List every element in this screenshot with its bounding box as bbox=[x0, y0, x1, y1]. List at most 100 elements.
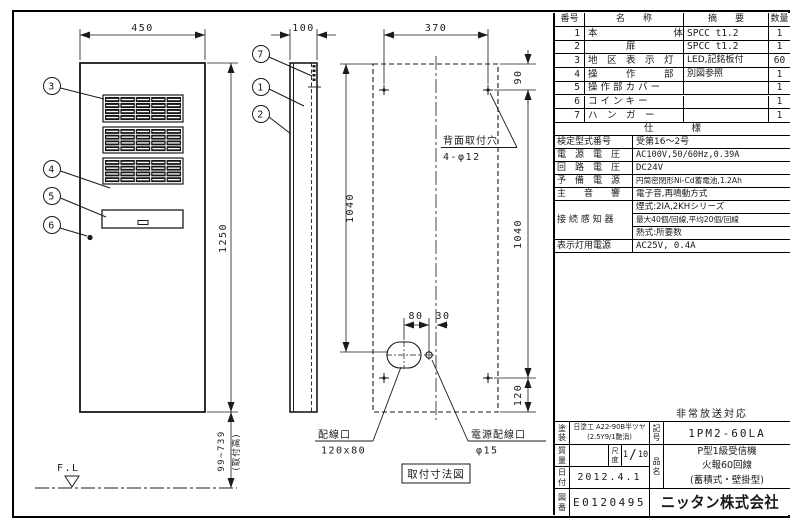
dim-oval-offset: 80 bbox=[408, 311, 423, 322]
spec-label: 接 続 感 知 器 bbox=[555, 201, 633, 240]
front-panel-outline bbox=[79, 62, 206, 413]
svg-text:取付寸法図: 取付寸法図 bbox=[407, 468, 465, 481]
date-value: 2012.4.1 bbox=[570, 467, 650, 489]
part-no: 5 bbox=[555, 81, 585, 96]
callout-7: 7 bbox=[257, 50, 265, 61]
part-qty: 60 bbox=[769, 54, 790, 69]
spec-value-line: 熱式:所要数 bbox=[633, 227, 790, 240]
callout-2: 2 bbox=[257, 110, 265, 121]
dim-mount-height-note: (取付高) bbox=[231, 433, 242, 470]
coin-key-lock bbox=[87, 234, 93, 241]
operation-cover bbox=[101, 209, 184, 229]
part-spec: LED,記銘板付 bbox=[684, 54, 769, 69]
company-logo: ニッタン株式会社 bbox=[660, 493, 780, 512]
product-name: P型1級受信機 火報60回線 (蓄積式・壁掛型) bbox=[664, 445, 790, 489]
col-header-spec: 摘 要 bbox=[684, 13, 769, 27]
spec-value: AC25V, 0.4A bbox=[633, 240, 790, 253]
spec-section-title: 仕 様 bbox=[555, 123, 790, 136]
part-qty: 1 bbox=[769, 41, 790, 55]
part-qty: 1 bbox=[769, 68, 790, 82]
svg-text:配線口: 配線口 bbox=[318, 428, 351, 441]
spec-label: 表示灯用電源 bbox=[555, 240, 633, 253]
part-no: 4 bbox=[555, 68, 585, 82]
wiring-port-label: 配線口 120x80 bbox=[315, 366, 402, 457]
front-view bbox=[79, 62, 206, 413]
part-spec: SPCC t1.2 bbox=[684, 27, 769, 41]
part-no: 3 bbox=[555, 54, 585, 69]
spec-value-line: 煙式:2IA,2KHシリーズ bbox=[633, 201, 790, 214]
part-name: ハ ン ガ ー bbox=[585, 109, 684, 123]
part-spec bbox=[684, 95, 769, 110]
dim-side-depth: 100 bbox=[292, 23, 315, 34]
part-name: 本 体 bbox=[585, 27, 684, 41]
floor-level-label: F.L bbox=[57, 463, 80, 474]
drawing-number: E0120495 bbox=[570, 489, 650, 516]
callout-1: 1 bbox=[257, 83, 265, 94]
mass-value bbox=[570, 445, 609, 467]
part-qty: 1 bbox=[769, 27, 790, 41]
spec-label: 主 音 響 bbox=[555, 188, 633, 201]
mass-label: 質量 bbox=[555, 445, 570, 467]
svg-text:背面取付穴: 背面取付穴 bbox=[443, 134, 498, 147]
part-spec bbox=[684, 109, 769, 123]
spec-label: 予 備 電 源 bbox=[555, 175, 633, 188]
dim-hole-top: 90 bbox=[513, 69, 524, 84]
part-qty: 1 bbox=[769, 96, 790, 110]
svg-text:φ15: φ15 bbox=[476, 446, 499, 457]
dim-rear-left-height: 1040 bbox=[345, 193, 356, 223]
dim-mount-height: 99~739 bbox=[217, 430, 227, 472]
spec-value: 受第16〜2号 bbox=[633, 136, 790, 149]
callouts bbox=[43, 45, 313, 237]
spec-value: DC24V bbox=[633, 162, 790, 175]
symbol-label: 記号 bbox=[650, 422, 664, 445]
spec-label: 電 源 電 圧 bbox=[555, 149, 633, 162]
scale-label: 尺度 bbox=[609, 445, 622, 467]
part-name: 地 区 表 示 灯 bbox=[585, 54, 684, 69]
drawing-number-label: 図番 bbox=[555, 489, 570, 516]
col-header-qty: 数量 bbox=[769, 13, 790, 27]
part-name: 操 作 部 bbox=[585, 68, 684, 82]
part-spec: 別図参照 bbox=[684, 68, 769, 82]
callout-5: 5 bbox=[48, 192, 56, 203]
dim-front-width: 450 bbox=[131, 23, 154, 34]
part-no: 7 bbox=[555, 109, 585, 123]
floor-level-symbol bbox=[64, 475, 80, 488]
technical-drawing: 450 100 370 1250 99~739 (取付高) 90 1040 12… bbox=[35, 23, 546, 489]
part-no: 1 bbox=[555, 27, 585, 41]
product-name-label: 品名 bbox=[650, 445, 664, 489]
model-number: 1PM2-60LA bbox=[664, 422, 790, 445]
part-spec: SPCC t1.2 bbox=[684, 40, 769, 55]
svg-text:4-φ12: 4-φ12 bbox=[443, 152, 481, 163]
part-spec bbox=[684, 81, 769, 96]
rear-holes-label: 背面取付穴 4-φ12 bbox=[441, 92, 518, 163]
col-header-no: 番号 bbox=[555, 13, 585, 27]
dim-front-height: 1250 bbox=[218, 223, 229, 253]
broadcast-note: 非常放送対応 bbox=[676, 409, 748, 420]
title-block: 塗装 日塗工 A22-90B半ツヤ (2.5Y9/1艶消) 記号 1PM2-60… bbox=[555, 421, 790, 516]
part-no: 6 bbox=[555, 95, 585, 110]
zone-indicator-grid bbox=[102, 94, 184, 185]
dimensions bbox=[35, 29, 536, 489]
paint-label: 塗装 bbox=[555, 422, 570, 445]
part-name: 操 作 部 カ バ ー bbox=[585, 81, 684, 96]
mounting-caption: 取付寸法図 bbox=[401, 463, 471, 484]
cover-handle bbox=[137, 220, 149, 225]
callout-3: 3 bbox=[48, 82, 56, 93]
power-port-label: 電源配線口 φ15 bbox=[431, 359, 546, 457]
side-view bbox=[289, 62, 321, 413]
spec-label: 回 路 電 圧 bbox=[555, 162, 633, 175]
part-qty: 1 bbox=[769, 109, 790, 123]
dim-hole-bottom: 120 bbox=[513, 384, 524, 407]
mounting-holes bbox=[379, 85, 493, 383]
notes-area: 非常放送対応 bbox=[555, 253, 790, 421]
svg-text:120x80: 120x80 bbox=[321, 446, 366, 457]
dim-rear-width: 370 bbox=[425, 23, 448, 34]
col-header-name: 名 称 bbox=[585, 13, 684, 27]
dim-power-port-offset: 30 bbox=[435, 311, 450, 322]
part-qty: 1 bbox=[769, 82, 790, 96]
part-no: 2 bbox=[555, 40, 585, 55]
spec-label: 検定型式番号 bbox=[555, 136, 633, 149]
svg-text:電源配線口: 電源配線口 bbox=[471, 428, 526, 441]
spec-value: 円筒密閉形Ni-Cd蓄電池,1.2Ah bbox=[633, 175, 790, 188]
